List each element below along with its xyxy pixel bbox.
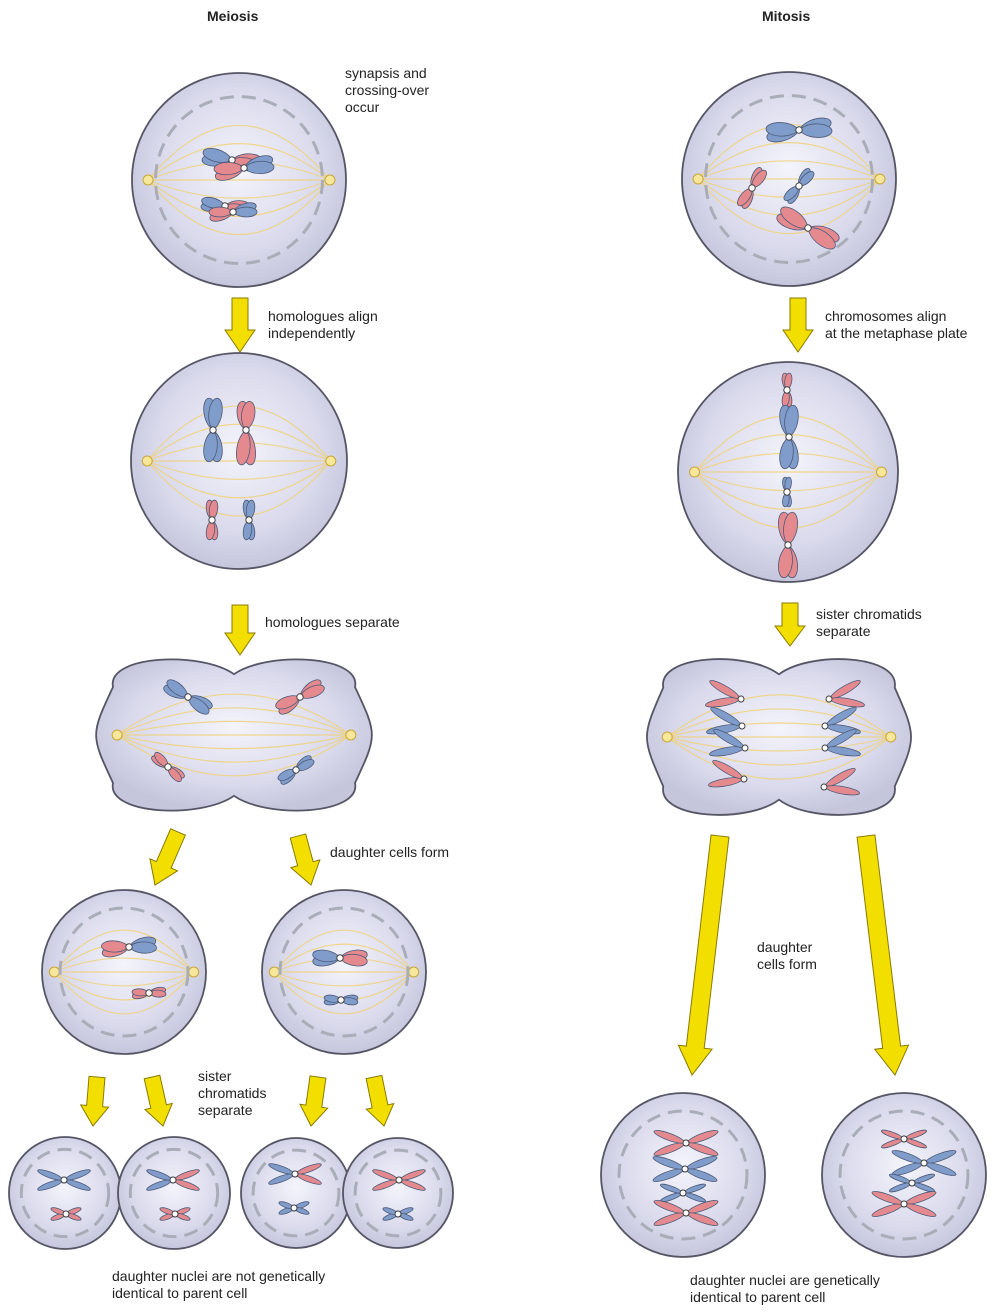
centrosome-left bbox=[49, 967, 59, 977]
arrow-chromosomes-align bbox=[783, 298, 813, 352]
arrow-daughter-mitosis-right bbox=[849, 834, 912, 1077]
centrosome-right bbox=[875, 174, 885, 184]
centromere bbox=[61, 1177, 67, 1183]
metaphase-chromosome bbox=[782, 477, 793, 508]
centromere bbox=[683, 1140, 689, 1146]
arrow-daughter-right bbox=[284, 832, 326, 889]
daughter-cells-form-meiosis-label: daughter cells form bbox=[330, 844, 449, 861]
centrosome-left bbox=[693, 174, 703, 184]
centromere bbox=[172, 1211, 178, 1217]
centromere bbox=[682, 1166, 688, 1172]
centromere bbox=[170, 1177, 176, 1183]
centromere bbox=[784, 489, 790, 495]
centromere bbox=[741, 776, 748, 783]
homologues-align-label: homologues align independently bbox=[268, 308, 378, 342]
mitosis-header: Mitosis bbox=[762, 8, 810, 24]
centromere bbox=[921, 1160, 927, 1166]
centromere bbox=[826, 696, 833, 703]
arrow-homologues-align bbox=[225, 298, 255, 352]
meiosis-daughter-cell-1 bbox=[42, 890, 206, 1054]
sister-chromatids-mitosis-label: sister chromatids separate bbox=[816, 606, 922, 640]
meiosis-anaphase1-cell bbox=[96, 659, 372, 810]
centromere bbox=[909, 1180, 915, 1186]
centromere bbox=[822, 745, 829, 752]
meiosis-prophase-cell bbox=[132, 73, 346, 287]
mitosis-anaphase-cell bbox=[647, 659, 911, 815]
cell-membrane bbox=[118, 1137, 230, 1249]
centrosome-right bbox=[886, 732, 896, 742]
centrosome-right bbox=[189, 967, 199, 977]
centrosome-left bbox=[142, 456, 152, 466]
centromere bbox=[821, 784, 828, 791]
centromere bbox=[795, 126, 802, 133]
centromere bbox=[337, 955, 343, 961]
cell-membrane bbox=[601, 1093, 765, 1257]
centromere bbox=[210, 427, 216, 433]
centromere bbox=[739, 723, 746, 730]
centrosome-left bbox=[662, 732, 672, 742]
cell-membrane bbox=[241, 1138, 351, 1248]
meiosis-daughter-cell-2 bbox=[262, 890, 426, 1054]
centrosome-right bbox=[325, 175, 335, 185]
meiosis-header: Meiosis bbox=[207, 8, 258, 24]
arrow-homologues-separate bbox=[225, 605, 255, 655]
meiosis-gamete-1 bbox=[9, 1137, 121, 1249]
centromere bbox=[209, 517, 215, 523]
mitosis-prophase-cell bbox=[682, 72, 896, 286]
centromere bbox=[146, 990, 153, 997]
centrosome-left bbox=[143, 175, 153, 185]
centromere bbox=[785, 542, 791, 548]
centromere bbox=[291, 1205, 297, 1211]
centromere bbox=[738, 696, 745, 703]
centromere bbox=[292, 1171, 298, 1177]
centromere bbox=[901, 1136, 907, 1142]
centrosome-right bbox=[326, 456, 336, 466]
centromere bbox=[125, 943, 132, 950]
centromere bbox=[246, 517, 252, 523]
homologues-separate-label: homologues separate bbox=[265, 614, 400, 631]
meiosis-gamete-4 bbox=[343, 1138, 453, 1248]
centrosome-left bbox=[690, 467, 700, 477]
centromere bbox=[63, 1211, 69, 1217]
centromere bbox=[395, 1211, 401, 1217]
arrow-sister-3 bbox=[297, 1075, 332, 1128]
arrow-sister-chromatids-separate bbox=[775, 603, 805, 646]
chromosomes-align-label: chromosomes align at the metaphase plate bbox=[825, 308, 967, 342]
arrow-sister-1 bbox=[79, 1076, 111, 1127]
centrosome-right bbox=[409, 967, 419, 977]
centromere bbox=[742, 745, 749, 752]
arrow-daughter-mitosis-left bbox=[675, 834, 737, 1077]
centrosome-left bbox=[112, 730, 122, 740]
arrow-sister-4 bbox=[360, 1074, 397, 1129]
arrow-daughter-left bbox=[141, 826, 192, 891]
centrosome-right bbox=[877, 467, 887, 477]
centrosome-right bbox=[346, 730, 356, 740]
synapsis-label: synapsis and crossing-over occur bbox=[345, 65, 429, 116]
centromere bbox=[680, 1190, 686, 1196]
centromere bbox=[683, 1210, 689, 1216]
meiosis-gamete-3 bbox=[241, 1138, 351, 1248]
centromere bbox=[901, 1201, 907, 1207]
centromere bbox=[243, 427, 249, 433]
centromere bbox=[240, 164, 247, 171]
daughter-cells-form-mitosis-label: daughter cells form bbox=[757, 939, 817, 973]
centromere bbox=[784, 387, 790, 393]
centromere bbox=[822, 723, 829, 730]
cell-membrane bbox=[9, 1137, 121, 1249]
centromere bbox=[338, 997, 344, 1003]
sister-chromatids-meiosis-label: sister chromatids separate bbox=[198, 1068, 266, 1119]
cell-membrane bbox=[343, 1138, 453, 1248]
cell-membrane bbox=[822, 1093, 986, 1257]
centromere bbox=[229, 208, 236, 215]
arrow-sister-2 bbox=[138, 1074, 176, 1129]
centromere bbox=[396, 1177, 402, 1183]
mitosis-daughter-cell-2 bbox=[822, 1093, 986, 1257]
centromere bbox=[786, 434, 792, 440]
centrosome-left bbox=[269, 967, 279, 977]
mitosis-result-label: daughter nuclei are genetically identica… bbox=[690, 1272, 880, 1306]
meiosis-gamete-2 bbox=[118, 1137, 230, 1249]
mitosis-daughter-cell-1 bbox=[601, 1093, 765, 1257]
meiosis-result-label: daughter nuclei are not genetically iden… bbox=[112, 1268, 325, 1302]
